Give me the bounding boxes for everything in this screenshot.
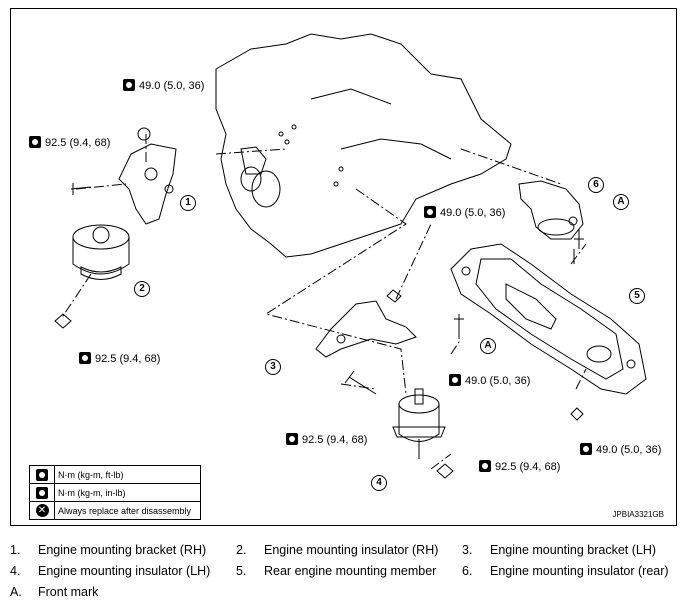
- rear-member: [450, 243, 647, 395]
- legend-row: N·m (kg-m, ft-lb): [29, 465, 201, 484]
- figure-code: JPBIA3321GB: [612, 510, 664, 519]
- callout-6: 6: [588, 177, 604, 193]
- callout-3: 3: [265, 359, 281, 375]
- list-item: 4.Engine mounting insulator (LH): [10, 564, 211, 578]
- torque-wrench-icon: [79, 352, 91, 364]
- torque-wrench-icon: [424, 206, 436, 218]
- lh-bracket: [315, 300, 417, 358]
- replace-x-icon: ✕: [35, 504, 49, 517]
- diagram-frame: 49.0 (5.0, 36) 92.5 (9.4, 68) 92.5 (9.4,…: [10, 8, 677, 526]
- torque-label: 92.5 (9.4, 68): [79, 352, 160, 366]
- engine-outline: [215, 33, 512, 258]
- torque-wrench-icon: [449, 374, 461, 386]
- parts-list: 1.Engine mounting bracket (RH) 2.Engine …: [10, 543, 680, 606]
- callout-2: 2: [134, 281, 150, 297]
- torque-label: 49.0 (5.0, 36): [580, 443, 661, 457]
- symbol-legend: N·m (kg-m, ft-lb) N·m (kg-m, in-lb) ✕ Al…: [29, 465, 201, 520]
- rear-insulator: [518, 180, 584, 240]
- callout-front-mark: A: [613, 194, 629, 210]
- torque-wrench-icon: [286, 433, 298, 445]
- torque-label: 49.0 (5.0, 36): [123, 79, 204, 93]
- torque-label: 92.5 (9.4, 68): [286, 433, 367, 447]
- torque-label: 49.0 (5.0, 36): [424, 206, 505, 220]
- list-item: 2.Engine mounting insulator (RH): [236, 543, 439, 557]
- list-item: 5.Rear engine mounting member: [236, 564, 437, 578]
- torque-label: 92.5 (9.4, 68): [479, 460, 560, 474]
- list-item: A.Front mark: [10, 585, 99, 599]
- torque-wrench-icon: [123, 79, 135, 91]
- torque-label: 49.0 (5.0, 36): [449, 374, 530, 388]
- torque-wrench-small-icon: [36, 486, 48, 499]
- legend-row: N·m (kg-m, in-lb): [29, 483, 201, 502]
- torque-wrench-icon: [580, 443, 592, 455]
- list-item: 6.Engine mounting insulator (rear): [462, 564, 669, 578]
- legend-text: Always replace after disassembly: [54, 501, 201, 520]
- legend-row: ✕ Always replace after disassembly: [29, 501, 201, 520]
- legend-text: N·m (kg-m, in-lb): [54, 483, 201, 502]
- list-item: 3.Engine mounting bracket (LH): [462, 543, 657, 557]
- torque-wrench-icon: [479, 460, 491, 472]
- exploded-view-drawing: [54, 33, 647, 479]
- callout-1: 1: [180, 195, 196, 211]
- callout-4: 4: [371, 475, 387, 491]
- legend-text: N·m (kg-m, ft-lb): [54, 465, 201, 484]
- callout-front-mark: A: [480, 338, 496, 354]
- callout-5: 5: [629, 288, 645, 304]
- list-item: 1.Engine mounting bracket (RH): [10, 543, 207, 557]
- rh-bracket: [118, 143, 177, 225]
- torque-wrench-icon: [36, 468, 48, 481]
- torque-label: 92.5 (9.4, 68): [29, 136, 110, 150]
- torque-wrench-icon: [29, 136, 41, 148]
